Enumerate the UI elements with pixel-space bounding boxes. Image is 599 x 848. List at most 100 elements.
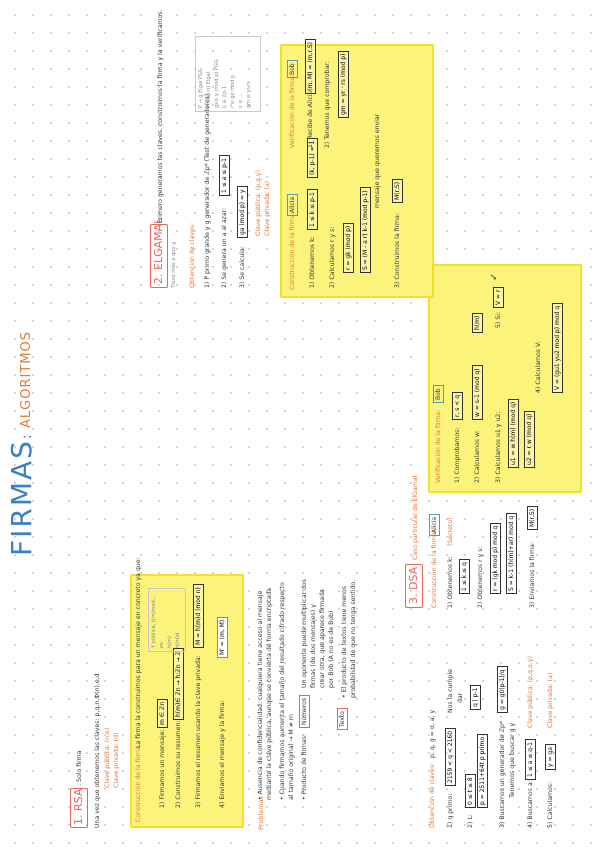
rsa-grey-note-3: h(m) — [167, 636, 173, 648]
dsa-v-step-1: 1) Comprobamos: — [454, 427, 461, 483]
elgamal-grey-1: P → g Elgal PGG — [198, 68, 204, 108]
elgamal-keys-title: Obtención de claves: — [189, 222, 196, 288]
rsa-grey-note-4: h(m)d — [175, 632, 181, 648]
dsa-keys-vars: p, q, g = α, a, y — [429, 709, 436, 758]
elgamal-grey-4: k ∈ ℤp-1 — [222, 85, 228, 108]
rsa-problem-1: • Ausencia de confidencialidad: cualquie… — [257, 590, 264, 800]
dsa-v-box-v: V = (gu1 yu2 mod p) mod q — [552, 302, 563, 393]
dsa-construction-who: Alicia — [429, 513, 440, 536]
rsa-step-3: 3) Firmamos el resumen usando la clave p… — [195, 655, 202, 808]
dsa-note-3: Tenemos que buscar g y — [509, 722, 516, 798]
dsa-key-box-q: 2159 < q < 2160 — [445, 727, 456, 786]
elgamal-construction-who: Alicia — [287, 193, 298, 216]
rsa-problem-2: mediante la clave pública, aunque se con… — [266, 588, 273, 800]
elgamal-v-box-received: (m, M) = (m,r,S) — [305, 39, 316, 94]
dsa-v-step-5: 5) Si: — [495, 311, 502, 328]
dsa-subtitle: Caso particular de ElGamal — [412, 475, 419, 560]
rsa-construction-desc: La firma la construimos para un mensaje … — [135, 557, 142, 748]
dsa-note-2: dar — [457, 692, 464, 703]
page-title: FIRMAS: — [5, 433, 38, 556]
rsa-problem-3: • Cuando firmamos aumenta el tamaño del … — [279, 582, 286, 800]
elgamal-c-step-2: 2) Calculamos r y s: — [329, 226, 336, 288]
dsa-key-step-1: 1) q primo: — [447, 793, 454, 828]
dsa-c-step-2: 2) Obtenemos r y s: — [477, 546, 484, 608]
dsa-public-key: Clave pública: (p,q,α,y) — [527, 655, 534, 728]
rsa-public-key: Clave pública: (n,e) — [104, 727, 111, 788]
elgamal-c-step-1: 1) Obtenemos k: — [309, 236, 316, 288]
elgamal-c-box-r: r = gk (mod p) — [343, 222, 354, 273]
elgamal-grey-3: gx≡ y (mod p) PGG — [214, 59, 220, 108]
elgamal-v-step-1: 1) Recibe de Alicia: — [307, 88, 314, 148]
rsa-problem-10: probabilidad de que no tenga sentido. — [350, 579, 357, 698]
dsa-secret-note: (Secreto) — [447, 517, 454, 546]
rsa-step-2: 2) Construimos su resumen: — [175, 720, 182, 809]
rsa-problems-title: Problemas — [257, 796, 265, 830]
elgamal-message-note: mensaje que queremos enviar — [374, 113, 381, 208]
dsa-construction-title: Construcción de la firma: — [431, 530, 438, 608]
dsa-v-box-u2: u2 = r w (mod q) — [524, 410, 535, 468]
elgamal-grey-5: r ≡ gk mod p — [230, 75, 236, 108]
rsa-intro: Una vez que obtenemos las claves: p,q,n,… — [94, 673, 101, 828]
elgamal-key-box-y: ga (mod p) = y — [237, 186, 248, 238]
dsa-key-step-4: 4) Buscamos a: — [527, 780, 534, 828]
page-subtitle: ALGORITMOS — [19, 331, 34, 428]
dsa-c-box-m: M(r,S) — [527, 505, 538, 530]
rsa-problem-8: por Bob (A no es de Bob) — [328, 610, 335, 688]
rsa-texto-box: Texto — [337, 708, 348, 730]
rsa-step-1: 1) Firmamos un mensaje: — [159, 729, 166, 808]
elgamal-c-box-s: S = (M - a r) k-1 (mod p-1) — [360, 187, 371, 273]
dsa-verify-title: Verificación de la firma: — [435, 409, 442, 483]
elgamal-grey-7: gm ≡ yr rs — [246, 81, 252, 108]
rsa-step-2-box: h(m)∈ ℤn → h:ℤn → ℤ — [173, 648, 184, 720]
elgamal-grey-2: H: (Sp-n) Elgal — [206, 71, 212, 108]
dsa-c-box-r: r = (gk mod p) mod q — [490, 522, 501, 594]
dsa-heading: 3. DSA — [407, 566, 420, 604]
dsa-key-box-p: p = 2511+64t p primo — [477, 733, 488, 808]
dsa-key-box-t: 0 ≤ t ≤ 8 — [465, 774, 476, 808]
rsa-step-3-box: M = h(m)d (mod n) — [193, 584, 204, 648]
dsa-c-box-s: S = k-1 (h(m)+ar) mod q — [506, 512, 517, 594]
rsa-problem-6: firmas (de dos mensajes) y — [310, 604, 317, 688]
rsa-step-4-box: M' = (m, M) — [217, 616, 228, 658]
elgamal-panel — [280, 44, 434, 298]
dsa-key-step-2: 2) L: — [467, 814, 474, 828]
elgamal-grey-6: s ≡ ... — [238, 93, 244, 108]
elgamal-key-step-3: 3) Se calcula: — [239, 246, 246, 288]
elgamal-v-step-2: 2) Tenemos que comprobar: — [324, 61, 331, 148]
rsa-problem-7: crear otra, que aparece firmada — [319, 589, 326, 688]
rsa-problem-4: al tamaño original → M ≠ m — [288, 714, 295, 800]
elgamal-c-box-k: 1 ≤ k ≤ p-1 — [307, 189, 318, 230]
elgamal-key-box-a: 1 ≤ a ≤ p-1 — [219, 155, 230, 196]
rsa-construction-title: Construcción de la firma: — [135, 744, 142, 822]
dsa-c-box-k: 1 ≤ k ≤ q — [459, 559, 470, 594]
elgamal-c-box-m: M(r,S) — [392, 178, 403, 203]
rsa-private-key: Clave privada: (d) — [113, 732, 120, 788]
dsa-key-box-y: y = ga — [545, 744, 556, 770]
elgamal-intro: Primero generamos las claves, construimo… — [157, 9, 164, 223]
dsa-v-box-u1: u1 = w h(m) (mod q) — [508, 398, 519, 468]
dsa-check-icon: ✓ — [489, 272, 500, 281]
dsa-v-step-4: 4) Calculamos V: — [535, 341, 542, 393]
rsa-grey-note-1: Y pública, t(m)mod... — [151, 595, 157, 648]
dsa-key-box-a: 1 ≤ a ≤ q-1 — [525, 739, 536, 780]
dsa-key-step-3: 3) Buscamos un generador de ℤp* — [499, 720, 506, 828]
elgamal-note: Tiene más p que g — [171, 241, 177, 288]
elgamal-key-step-2: 2) Se genera un a al azar: — [221, 207, 228, 288]
dsa-c-step-3: 3) Enviamos la firma: — [529, 541, 536, 608]
dsa-v-box-vr: V = r — [493, 286, 504, 308]
dsa-verify-who: Bob — [433, 385, 444, 403]
dsa-c-step-1: 1) Obtenemos k: — [447, 556, 454, 608]
rsa-heading: 1. RSA — [72, 788, 85, 825]
dsa-v-box-hm: h(m) — [472, 312, 483, 333]
elgamal-key-step-1: 1) P primo grande y g generador de ℤp* (… — [204, 93, 211, 288]
dsa-v-step-2: 2) Calculamos w: — [474, 430, 481, 483]
dsa-v-box-w: w = s-1 (mod q) — [472, 365, 483, 420]
dsa-note-1: Nos la cumple — [447, 669, 454, 713]
dsa-key-box-g: g = g0(p-1)/q — [497, 666, 508, 713]
elgamal-private-key: Clave privada: (a) — [264, 180, 271, 236]
elgamal-heading: 2. ELGAMAL — [152, 217, 165, 284]
dsa-v-step-3: 3) Calculamos u1 y u2: — [495, 411, 502, 483]
dsa-v-box-rs: r, s < q — [452, 391, 463, 420]
elgamal-verify-title: Verificación de la firma: — [289, 74, 296, 148]
